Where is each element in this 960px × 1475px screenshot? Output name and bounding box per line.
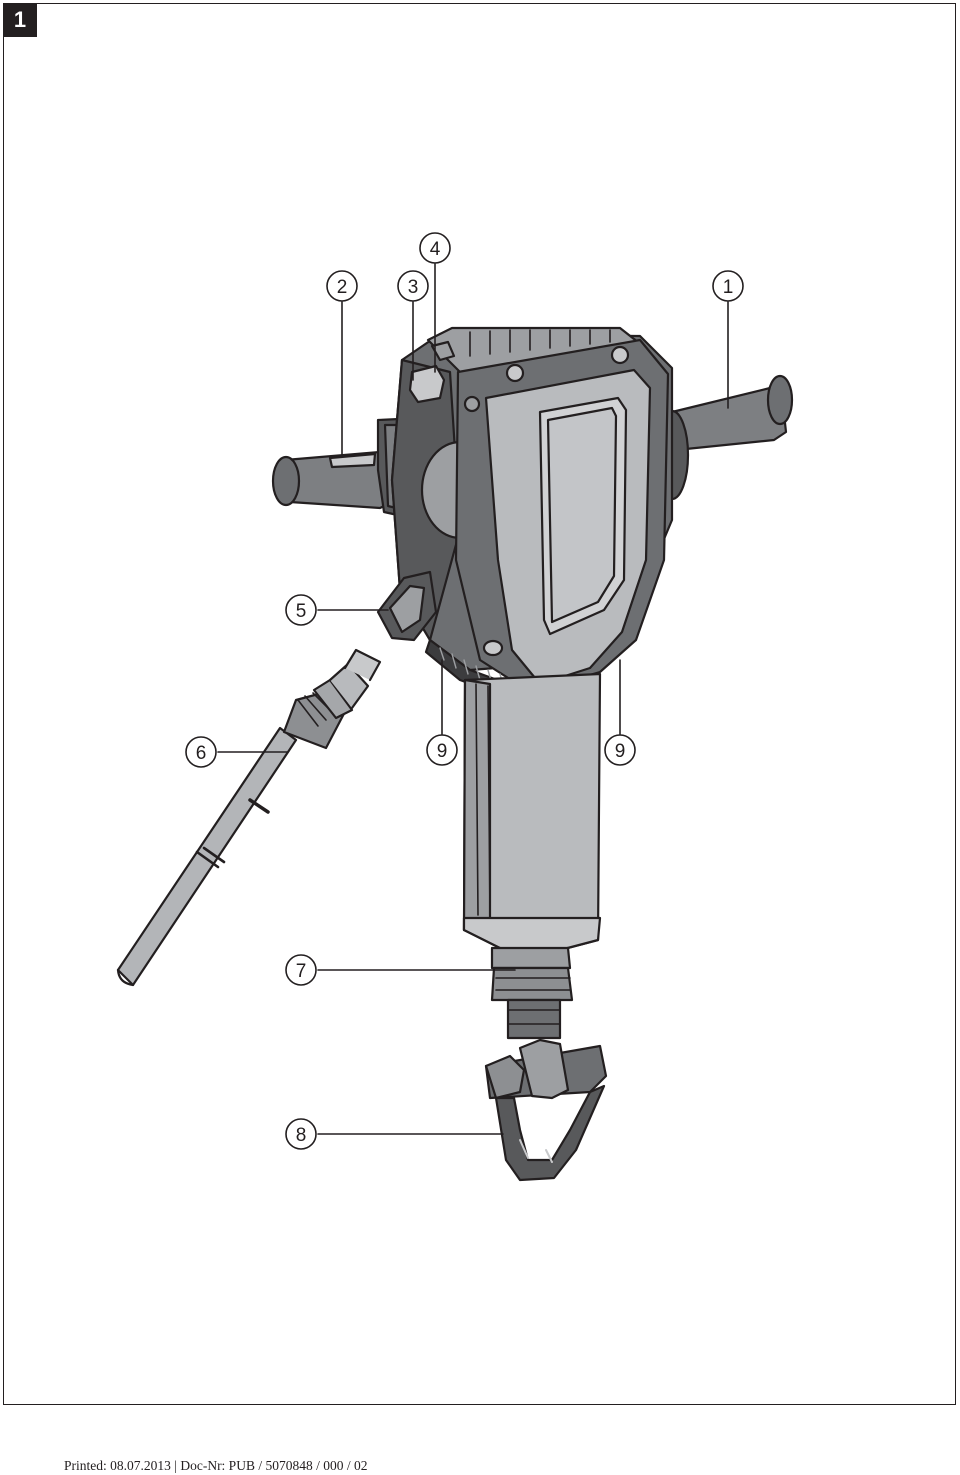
- callout-7: 7: [296, 961, 307, 982]
- side-handle-right: [654, 374, 794, 501]
- callout-9b-circle: [604, 734, 636, 766]
- callout-7-circle: [285, 954, 317, 986]
- retainer-bow: [484, 1038, 608, 1182]
- motor-housing: [376, 326, 674, 704]
- callout-4: 4: [430, 239, 441, 260]
- callout-6: 6: [196, 743, 207, 764]
- callout-6-circle: [185, 736, 217, 768]
- breaker-illustration: 2 3 4 1 5 6 9 9 7 8: [116, 232, 794, 1182]
- callout-5: 5: [296, 601, 307, 622]
- callout-9a: 9: [437, 741, 448, 762]
- callout-labels: 2 3 4 1 5 6 9 9 7 8: [196, 239, 734, 1146]
- callout-5-circle: [285, 594, 317, 626]
- callout-1: 1: [723, 277, 734, 298]
- lower-body: [462, 672, 602, 1040]
- callout-3-circle: [397, 270, 429, 302]
- print-footer: Printed: 08.07.2013 | Doc-Nr: PUB / 5070…: [64, 1458, 367, 1474]
- callout-leaders: [217, 263, 729, 1135]
- chisel-tool: [116, 648, 382, 987]
- figure-number: 1: [3, 3, 37, 37]
- callout-8-circle: [285, 1118, 317, 1150]
- figure-frame: [3, 3, 956, 1405]
- callout-1-circle: [712, 270, 744, 302]
- printed-date: Printed: 08.07.2013: [64, 1458, 171, 1473]
- callout-8: 8: [296, 1125, 307, 1146]
- callout-9a-circle: [426, 734, 458, 766]
- callout-2: 2: [337, 277, 348, 298]
- callout-9b: 9: [615, 741, 626, 762]
- callout-4-circle: [419, 232, 451, 264]
- footer-separator: |: [170, 1458, 181, 1473]
- callouts: [185, 232, 744, 1150]
- callout-3: 3: [408, 277, 419, 298]
- callout-2-circle: [326, 270, 358, 302]
- document-number: Doc-Nr: PUB / 5070848 / 000 / 02: [180, 1458, 368, 1473]
